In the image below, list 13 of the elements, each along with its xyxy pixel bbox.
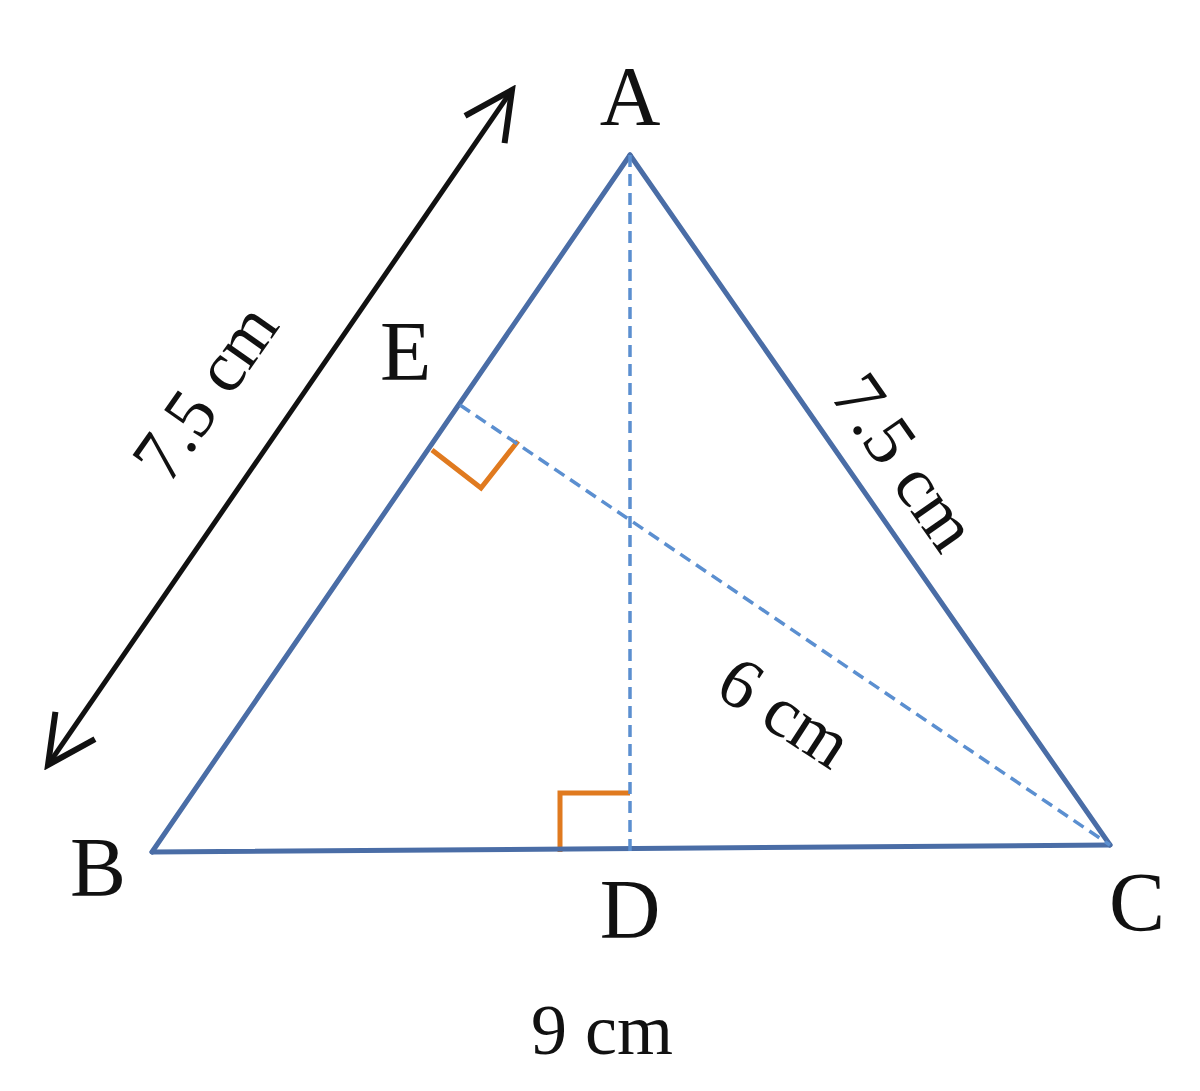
line-segment <box>149 842 1113 855</box>
dimension-label: 7.5 cm <box>119 291 291 493</box>
edge-label: 6 cm <box>705 643 865 781</box>
vertex-label: D <box>592 852 668 952</box>
dashed-line <box>628 155 632 852</box>
line-segment <box>627 152 1113 848</box>
vertex-label: A <box>592 55 668 155</box>
vertex-label: E <box>380 310 460 405</box>
vertex-label: C <box>1085 845 1165 945</box>
edge-label: 7.5 cm <box>819 361 991 563</box>
vertex-label: B <box>70 810 152 910</box>
dashed-line <box>459 403 1111 847</box>
dimension-label: 9 cm <box>531 994 673 1066</box>
